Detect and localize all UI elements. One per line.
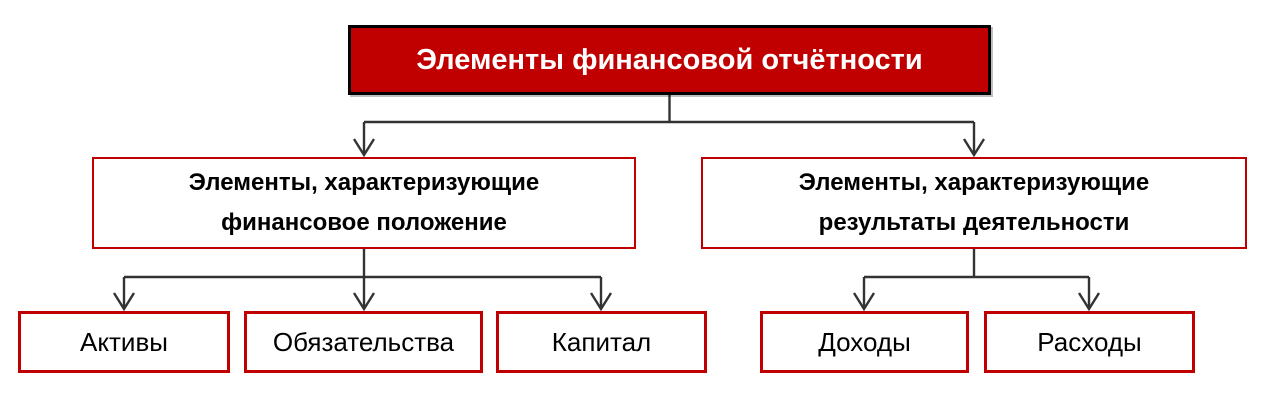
node-label-line: Элементы, характеризующие [798, 169, 1150, 196]
node-label: Расходы [1037, 326, 1142, 357]
arrowhead-icon [962, 138, 986, 158]
node-financial-statement-elements: Элементы финансовой отчётности [348, 25, 991, 95]
node-liabilities: Обязательства [244, 311, 483, 373]
node-performance-results-elements: Элементы, характеризующие результаты дея… [701, 157, 1247, 249]
node-title-label: Элементы финансовой отчётности [416, 43, 923, 76]
node-label-line: Элементы, характеризующие [188, 169, 540, 196]
node-expenses: Расходы [984, 311, 1195, 373]
node-label-line: результаты деятельности [818, 209, 1130, 236]
arrowhead-icon [352, 292, 376, 312]
node-income: Доходы [760, 311, 969, 373]
node-label: Обязательства [272, 326, 455, 357]
arrowhead-icon [589, 292, 613, 312]
node-assets: Активы [18, 311, 230, 373]
node-label: Капитал [551, 326, 652, 357]
arrowhead-icon [1077, 292, 1101, 312]
arrowhead-icon [852, 292, 876, 312]
arrowhead-icon [352, 138, 376, 158]
arrowhead-icon [112, 292, 136, 312]
node-label-line: финансовое положение [221, 209, 507, 236]
node-financial-position-elements: Элементы, характеризующие финансовое пол… [92, 157, 636, 249]
node-equity: Капитал [496, 311, 707, 373]
node-label: Активы [80, 326, 168, 357]
node-label: Доходы [818, 326, 911, 357]
